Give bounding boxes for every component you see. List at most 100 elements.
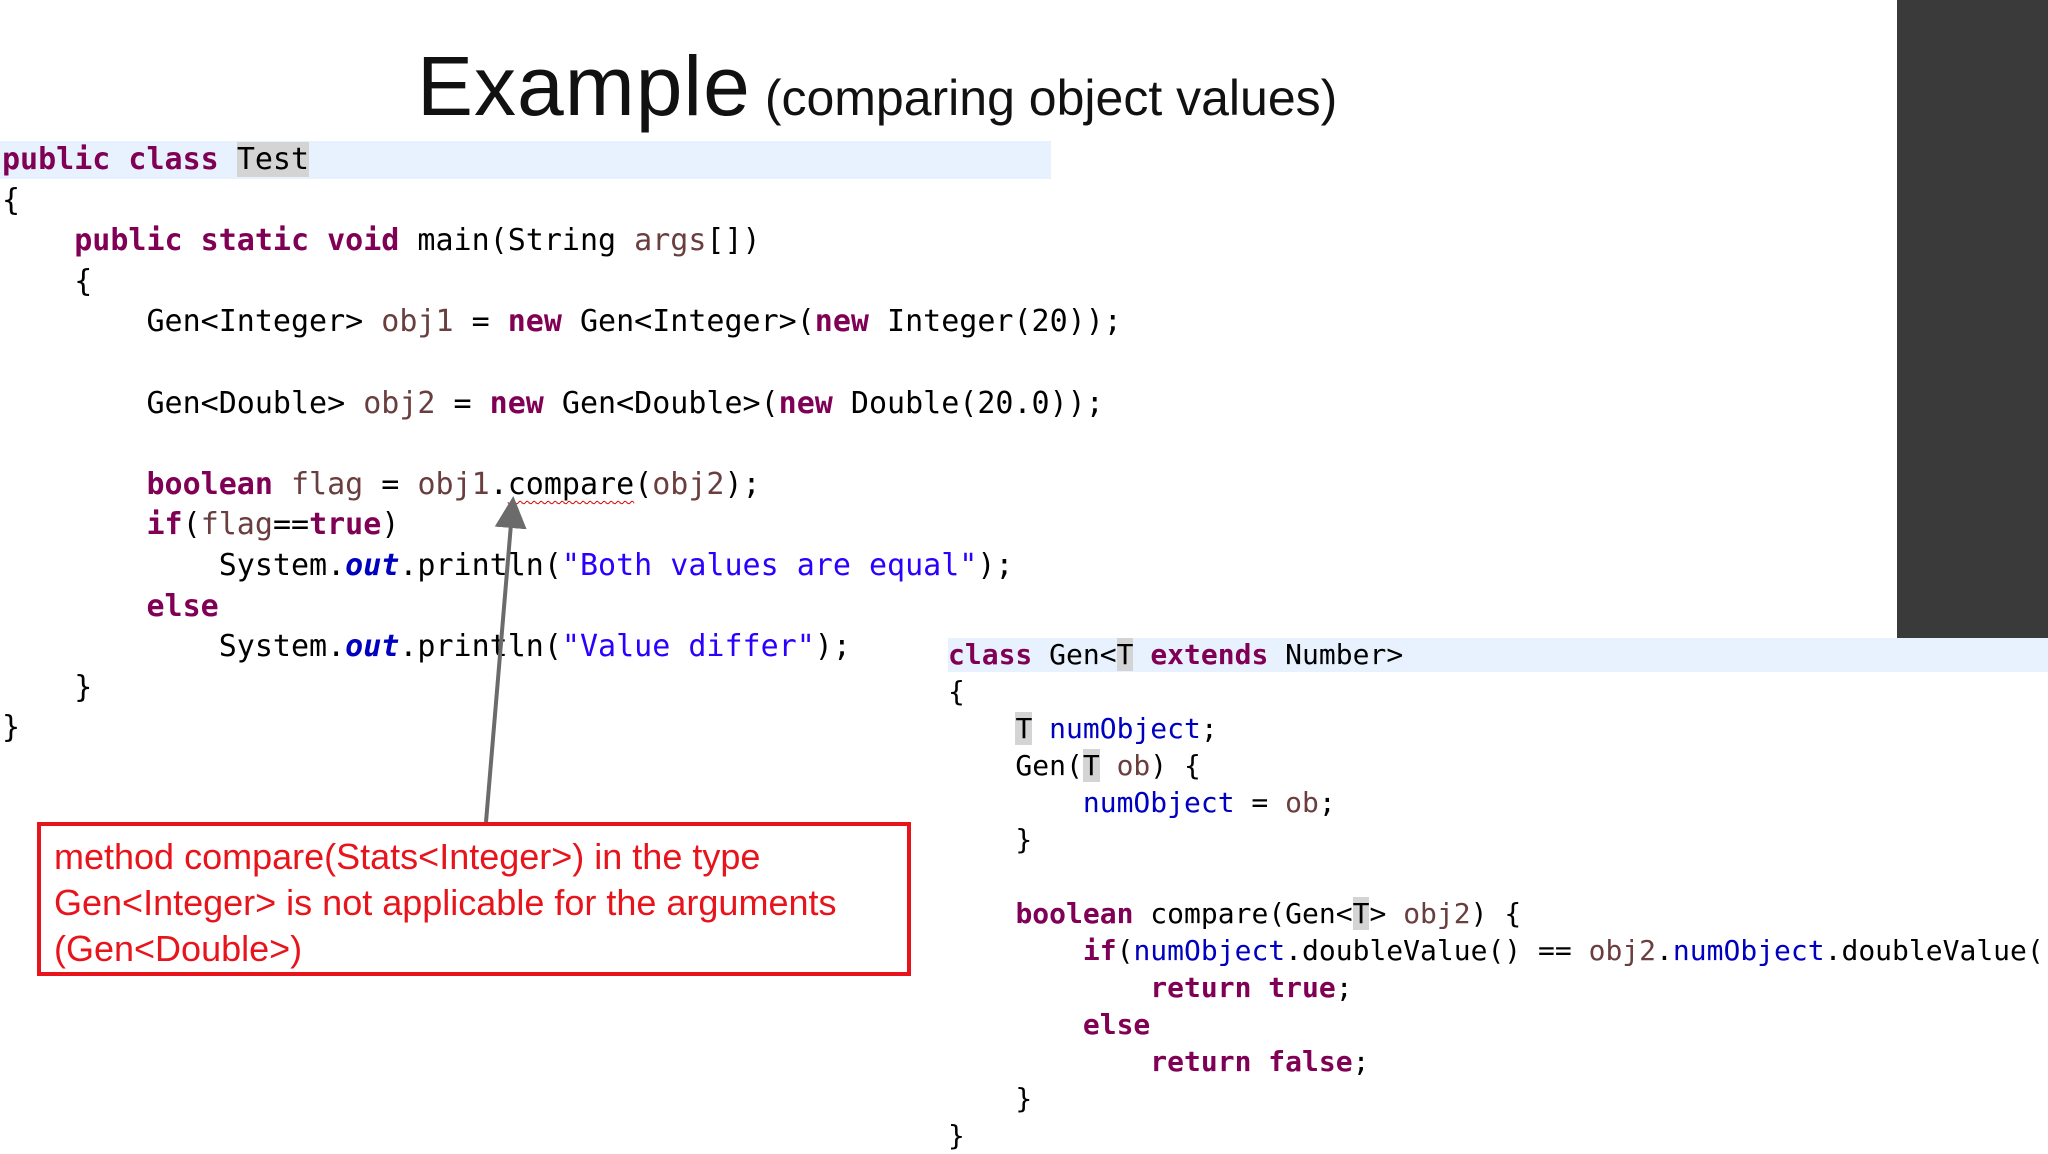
code-token: .doubleValue()) (1824, 934, 2048, 967)
code-token: = (453, 304, 508, 340)
code-token: . (1656, 934, 1673, 967)
gen-code-line: class Gen<T extends Number> (948, 636, 2048, 673)
code-token: Integer(20)); (868, 304, 1122, 340)
code-token: Gen<Integer>( (561, 304, 815, 340)
code-token: System. (2, 629, 346, 665)
code-token: out (345, 547, 400, 583)
test-code-line: { (2, 181, 1122, 222)
code-token: return true (1150, 971, 1336, 1004)
current-line-highlight-test (0, 141, 1051, 179)
gen-code-line: else (948, 1006, 2048, 1043)
code-token: Gen< (1049, 638, 1117, 671)
code-token: } (948, 823, 1033, 856)
side-dark-panel (1897, 0, 2048, 638)
code-token: T (1082, 749, 1100, 782)
code-token: obj1 (417, 466, 490, 502)
code-token: args (634, 223, 707, 259)
code-token: "Value differ" (561, 629, 815, 665)
code-token: = (1234, 786, 1286, 819)
code-token: { (948, 675, 965, 708)
code-editor-gen-class[interactable]: class Gen<T extends Number>{ T numObject… (948, 636, 2048, 1154)
error-line-2: Gen<Integer> is not applicable for the a… (54, 882, 837, 923)
code-token: new (489, 385, 544, 421)
code-token: { (2, 263, 93, 299)
test-code-line: boolean flag = obj1.compare(obj2); (2, 465, 1122, 506)
code-token: else (146, 588, 219, 624)
code-token: true (309, 507, 382, 543)
code-token: obj2 (1588, 934, 1657, 967)
code-token: ob (1116, 749, 1151, 782)
code-token: Double(20.0)); (832, 385, 1104, 421)
test-code-line: public static void main(String args[]) (2, 221, 1122, 262)
code-token: ) { (1470, 897, 1522, 930)
test-code-line: } (2, 668, 1122, 709)
code-token: . (489, 466, 508, 502)
code-token: new (507, 304, 562, 340)
code-token: Number> (1285, 638, 1404, 671)
code-token: } (2, 710, 21, 746)
code-token: ; (1352, 1045, 1370, 1078)
error-line-1: method compare(Stats<Integer>) in the ty… (54, 836, 761, 877)
code-token: numObject (1133, 934, 1286, 967)
code-token: } (2, 669, 93, 705)
code-token: System. (2, 547, 346, 583)
code-token: ); (814, 629, 851, 665)
code-token: compare(Gen< (1133, 897, 1353, 930)
gen-code-line: numObject = ob; (948, 784, 2048, 821)
code-token: ; (1318, 786, 1336, 819)
code-token: flag (200, 507, 273, 543)
code-token: obj2 (1403, 897, 1471, 930)
gen-code-line: } (948, 1080, 2048, 1117)
code-token: ; (1335, 971, 1353, 1004)
code-token: public class (2, 142, 237, 177)
code-token: public static void (74, 223, 418, 259)
title-sub: (comparing object values) (764, 70, 1338, 126)
error-message-text: method compare(Stats<Integer>) in the ty… (54, 834, 914, 972)
code-token: obj2 (652, 466, 725, 502)
code-token: flag (291, 466, 364, 502)
code-token: []) (706, 223, 761, 259)
code-token: ob (1285, 786, 1319, 819)
code-token: Test (236, 142, 310, 177)
code-token: } (948, 1082, 1033, 1115)
test-code-line: if(flag==true) (2, 505, 1122, 546)
code-token: ( (1116, 934, 1134, 967)
test-code-line: Gen<Integer> obj1 = new Gen<Integer>(new… (2, 302, 1122, 343)
slide-title: Example(comparing object values) (417, 38, 1337, 135)
title-main: Example (417, 39, 751, 133)
gen-code-line: if(numObject.doubleValue() == obj2.numOb… (948, 932, 2048, 969)
code-token: ) { (1150, 749, 1201, 782)
code-token: ) (381, 507, 400, 543)
code-token: "Both values are equal" (561, 547, 978, 583)
code-token: Gen( (948, 749, 1083, 782)
code-token: if (146, 507, 183, 543)
code-token: Gen<Double>( (543, 385, 779, 421)
code-token: new (814, 304, 869, 340)
test-code-line: public class Test (2, 140, 1122, 181)
gen-code-line: { (948, 673, 2048, 710)
code-token: ); (977, 547, 1014, 583)
code-token: class (948, 638, 1050, 671)
gen-code-line: } (948, 1117, 2048, 1154)
gen-code-line: } (948, 821, 2048, 858)
code-token: else (1082, 1008, 1151, 1041)
code-token: ( (634, 466, 653, 502)
code-token: new (778, 385, 833, 421)
code-token: compare (507, 466, 635, 502)
gen-code-line: return false; (948, 1043, 2048, 1080)
code-token: { (2, 182, 21, 218)
gen-code-line: T numObject; (948, 710, 2048, 747)
code-token: T (1015, 712, 1033, 745)
code-token: ); (724, 466, 761, 502)
test-code-line: System.out.println("Both values are equa… (2, 546, 1122, 587)
code-token: obj2 (363, 385, 436, 421)
gen-code-line: return true; (948, 969, 2048, 1006)
code-editor-test-class[interactable]: public class Test{ public static void ma… (2, 140, 1122, 749)
code-token: = (363, 466, 418, 502)
code-token: T (1352, 897, 1370, 930)
code-token: main(String (417, 223, 635, 259)
code-token: Gen<Double> (2, 385, 364, 421)
code-token: numObject (1082, 786, 1235, 819)
code-token: out (345, 629, 400, 665)
test-code-line: { (2, 262, 1122, 303)
